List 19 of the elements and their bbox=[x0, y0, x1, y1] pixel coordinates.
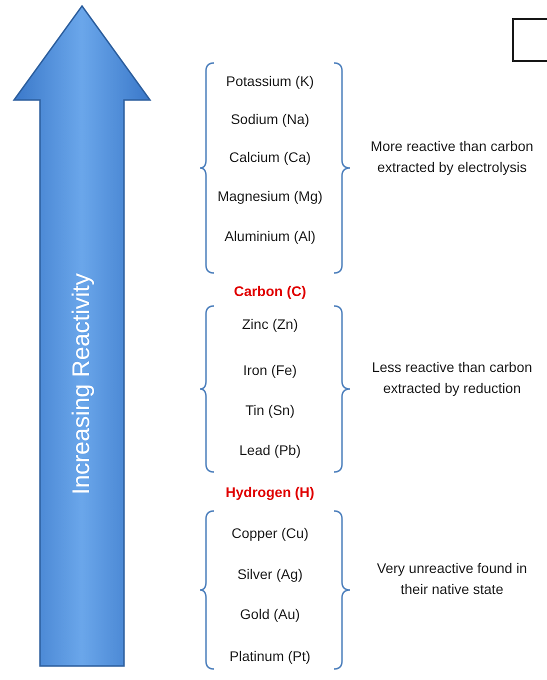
element-name: Platinum (Pt) bbox=[228, 647, 312, 665]
element-name: Aluminium (Al) bbox=[223, 227, 316, 245]
element-name: Copper (Cu) bbox=[230, 524, 310, 542]
element-name: Calcium (Ca) bbox=[228, 148, 312, 166]
group-note: Less reactive than carbon extracted by reduction bbox=[370, 358, 534, 398]
element-name: Magnesium (Mg) bbox=[216, 187, 324, 205]
divider-element-name: Carbon (C) bbox=[232, 283, 308, 299]
element-name: Silver (Ag) bbox=[236, 565, 304, 583]
arrow-label: Increasing Reactivity bbox=[68, 273, 96, 495]
group-note: More reactive than carbon extracted by electrolysis bbox=[370, 137, 534, 177]
group-note: Very unreactive found in their native state bbox=[376, 559, 528, 599]
element-name: Zinc (Zn) bbox=[241, 315, 299, 333]
element-name: Potassium (K) bbox=[225, 72, 315, 90]
element-name: Iron (Fe) bbox=[242, 361, 298, 379]
element-name: Gold (Au) bbox=[239, 605, 301, 623]
element-name: Sodium (Na) bbox=[230, 110, 310, 128]
divider-element-name: Hydrogen (H) bbox=[224, 484, 316, 500]
element-name: Tin (Sn) bbox=[244, 401, 296, 419]
element-name: Lead (Pb) bbox=[238, 441, 302, 459]
